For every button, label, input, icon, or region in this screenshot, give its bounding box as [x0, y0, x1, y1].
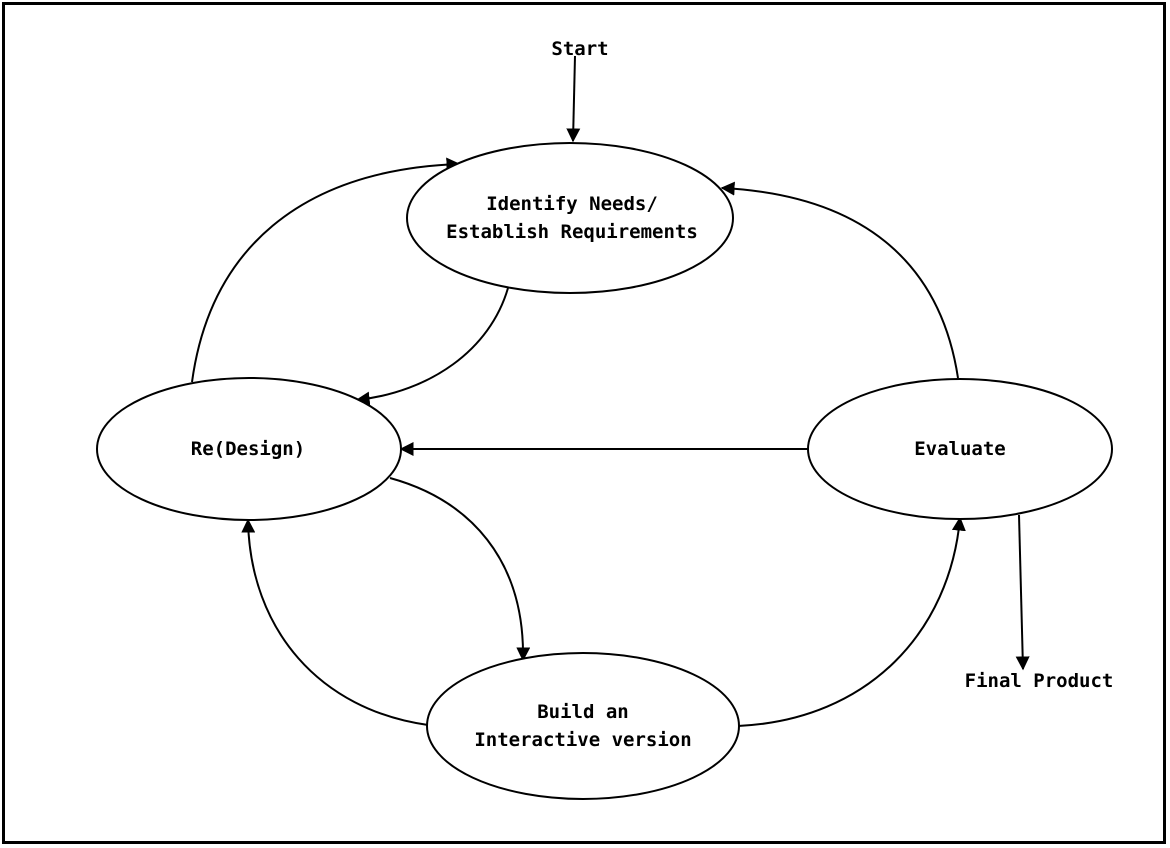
node-evaluate: Evaluate [807, 378, 1113, 520]
edge-build-to-redesign [241, 518, 429, 726]
node-evaluate-label: Evaluate [914, 438, 1006, 460]
node-identify-needs-line1: Identify Needs/ [486, 193, 658, 215]
node-redesign-label: Re(Design) [191, 438, 305, 460]
node-redesign: Re(Design) [96, 377, 402, 521]
edge-build-to-evaluate [737, 516, 966, 727]
node-build-line2: Interactive version [474, 729, 691, 751]
node-build-line1: Build an [537, 701, 629, 723]
node-identify-needs: Identify Needs/ Establish Requirements [406, 142, 734, 294]
edge-redesign-to-identify [191, 157, 461, 383]
final-product-label: Final Product [965, 670, 1114, 692]
node-build-interactive: Build an Interactive version [426, 652, 740, 800]
edge-evaluate-to-identify [720, 181, 959, 379]
edge-start-to-identify [566, 55, 581, 143]
edge-evaluate-to-final [1015, 514, 1030, 671]
node-identify-needs-line2: Establish Requirements [446, 221, 698, 243]
edge-redesign-to-build [389, 477, 531, 662]
edge-identify-to-redesign [355, 287, 509, 406]
start-label: Start [551, 38, 608, 60]
